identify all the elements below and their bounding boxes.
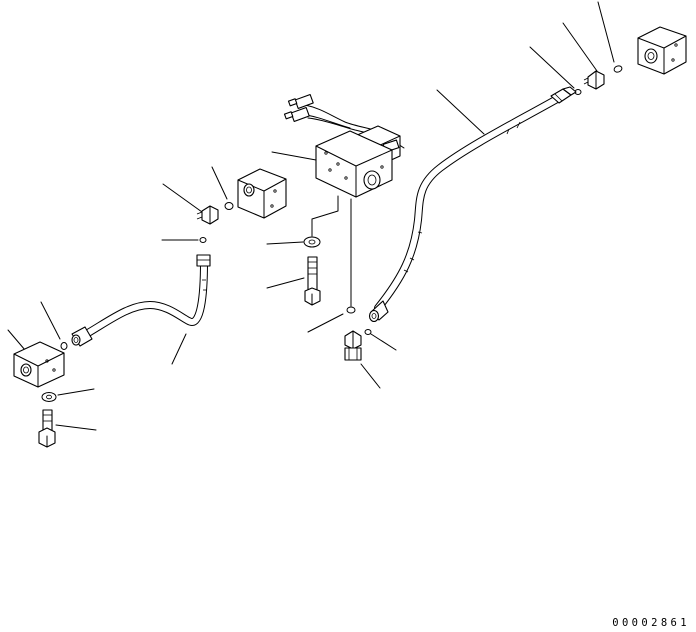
fitting-upper-right (583, 70, 605, 90)
drawing-number: 00002861 (612, 617, 690, 629)
bolt-left (38, 409, 56, 448)
fitting-lower-center (344, 330, 362, 361)
o-ring-lower-center (346, 306, 356, 314)
electrical-connector-upper (287, 93, 314, 109)
solenoid-valve-body (315, 130, 393, 198)
solenoid-valve-assembly (283, 93, 405, 198)
valve-block-left (13, 341, 65, 388)
o-ring-left (60, 342, 68, 350)
hose-end-fitting-upper (550, 86, 577, 104)
hose-end-fitting-lower (368, 300, 389, 323)
seal-ring-lower (364, 329, 372, 335)
hydraulic-hose-short (71, 254, 211, 347)
fitting-center (196, 205, 219, 225)
electrical-connector-lower (283, 106, 310, 122)
bolt-center (304, 256, 321, 306)
hose-end-fitting-top (196, 254, 211, 267)
washer-left (41, 392, 57, 402)
o-ring-center (224, 202, 234, 210)
hydraulic-hose-long (368, 86, 577, 323)
leader-lines (7, 1, 615, 431)
valve-block-upper-right (637, 26, 687, 75)
seal-ring-center (199, 237, 207, 243)
valve-block-center-left (237, 168, 287, 219)
washer-center (303, 236, 321, 248)
o-ring-upper-right (613, 65, 623, 73)
hose-end-fitting-left (71, 326, 93, 347)
